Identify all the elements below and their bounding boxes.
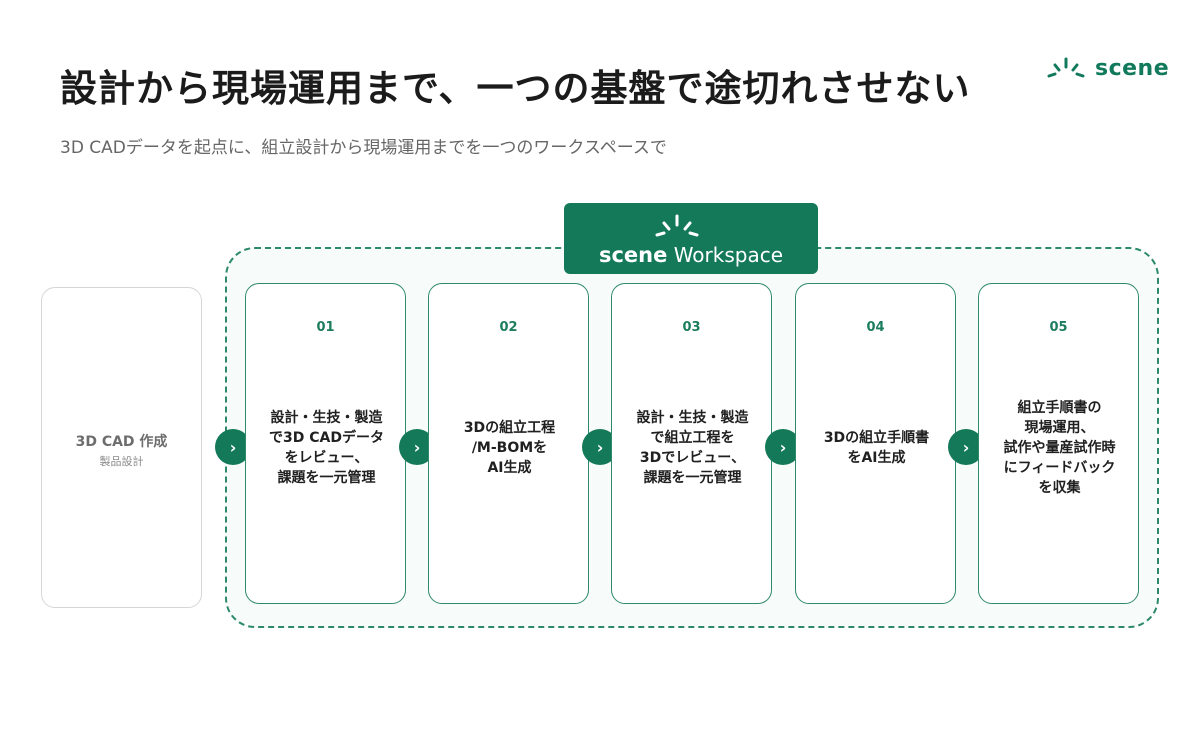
logo-text: scene xyxy=(1095,56,1170,81)
step-description: 設計・生技・製造 で組立工程を 3Dでレビュー、 課題を一元管理 xyxy=(636,410,749,486)
page-title: 設計から現場運用まで、一つの基盤で途切れさせない xyxy=(60,67,971,110)
step-number: 03 xyxy=(682,320,701,335)
step-description: 設計・生技・製造 で3D CADデータ をレビュー、 課題を一元管理 xyxy=(269,410,384,486)
cad-source-card: 3D CAD 作成 製品設計 xyxy=(41,287,202,608)
sunburst-icon xyxy=(1047,57,1085,78)
workspace-badge: scene Workspace xyxy=(564,203,818,274)
step-number: 02 xyxy=(499,320,518,335)
cad-source-subtitle: 製品設計 xyxy=(99,455,144,468)
sunburst-icon xyxy=(655,214,699,237)
step-card-03: 03 設計・生技・製造 で組立工程を 3Dでレビュー、 課題を一元管理 xyxy=(611,283,772,604)
step-card-04: 04 3Dの組立手順書 をAI生成 xyxy=(795,283,956,604)
step-card-02: 02 3Dの組立工程 /M-BOMを AI生成 xyxy=(428,283,589,604)
workspace-name: Workspace xyxy=(667,243,784,267)
workspace-label: scene Workspace xyxy=(564,243,818,267)
cad-source-title: 3D CAD 作成 xyxy=(75,434,168,450)
step-number: 01 xyxy=(316,320,335,335)
step-number: 04 xyxy=(866,320,885,335)
step-description: 3Dの組立工程 /M-BOMを AI生成 xyxy=(463,420,556,476)
scene-logo: scene xyxy=(1045,56,1169,86)
step-card-01: 01 設計・生技・製造 で3D CADデータ をレビュー、 課題を一元管理 xyxy=(245,283,406,604)
step-number: 05 xyxy=(1049,320,1068,335)
step-description: 3Dの組立手順書 をAI生成 xyxy=(823,430,930,466)
step-description: 組立手順書の 現場運用、 試作や量産試作時 にフィードバック を収集 xyxy=(1003,400,1116,496)
workspace-brand: scene xyxy=(598,243,668,267)
step-card-05: 05 組立手順書の 現場運用、 試作や量産試作時 にフィードバック を収集 xyxy=(978,283,1139,604)
page-subtitle: 3D CADデータを起点に、組立設計から現場運用までを一つのワークスペースで xyxy=(60,138,667,158)
